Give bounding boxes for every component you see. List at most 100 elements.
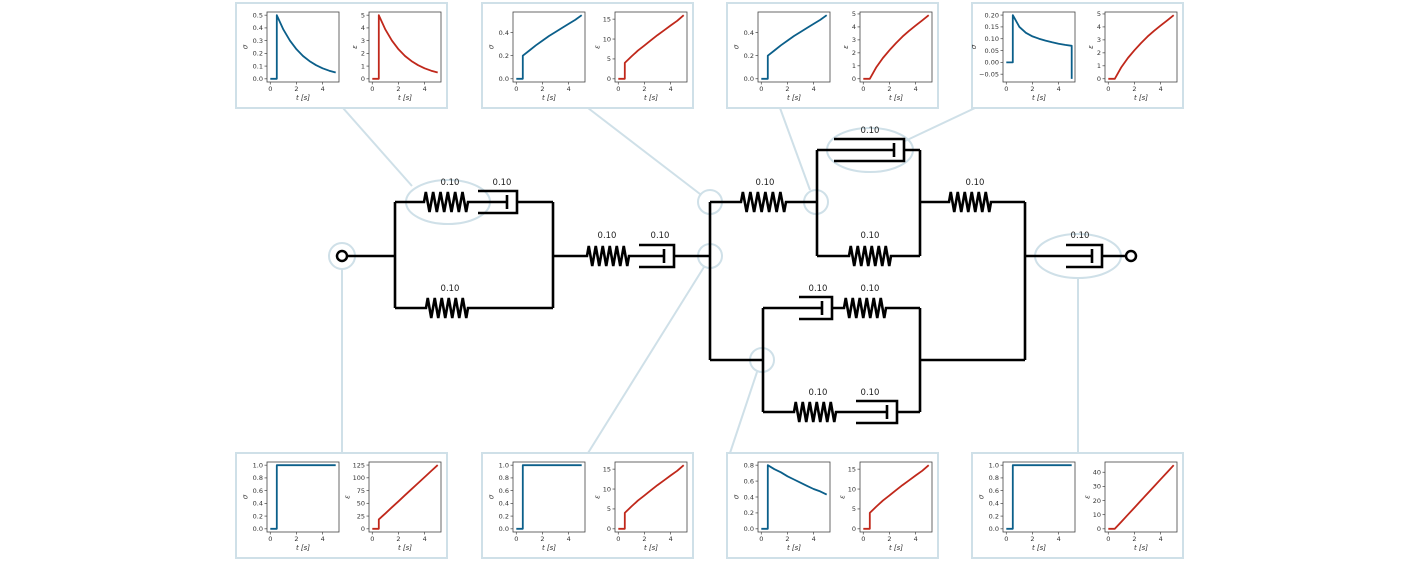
y-axis-label: σ <box>488 44 496 49</box>
x-tick-label: 0 <box>1106 535 1110 543</box>
y-tick-label: 1.0 <box>989 461 999 469</box>
plot-frame <box>1104 11 1178 83</box>
y-tick-label: 0.05 <box>985 47 999 55</box>
x-tick-label: 4 <box>321 85 325 93</box>
y-tick-label: 10 <box>1093 511 1101 519</box>
spring-icon <box>420 191 472 213</box>
y-tick-label: 75 <box>357 487 365 495</box>
y-tick-label: 0.4 <box>989 500 999 508</box>
x-tick-label: 2 <box>785 535 789 543</box>
y-tick-label: 5 <box>1097 10 1101 18</box>
y-axis-label: ε <box>344 495 352 499</box>
dashpot-label: 0.10 <box>493 178 512 188</box>
plot-frame <box>266 11 340 83</box>
highlight-markers <box>328 127 1122 373</box>
plot-frame <box>1002 461 1076 533</box>
y-axis-label: σ <box>733 494 741 499</box>
x-axis-label: t [s] <box>644 544 658 552</box>
y-tick-label: 1 <box>1097 62 1101 70</box>
x-axis-label: t [s] <box>644 94 658 102</box>
x-tick-label: 0 <box>616 535 620 543</box>
input-terminal[interactable] <box>335 249 349 263</box>
y-tick-label: −0.05 <box>979 70 999 78</box>
x-tick-label: 2 <box>1030 85 1034 93</box>
y-axis-label: σ <box>733 44 741 49</box>
x-axis-label: t [s] <box>398 94 412 102</box>
wire <box>347 200 583 310</box>
x-tick-label: 0 <box>1004 535 1008 543</box>
x-tick-label: 2 <box>396 85 400 93</box>
y-tick-label: 15 <box>603 465 611 473</box>
stress-plot-line <box>516 464 582 530</box>
spring-icon <box>737 191 790 213</box>
leader-line <box>342 107 413 187</box>
plot-frame <box>859 461 933 533</box>
dashpot-label: 0.10 <box>809 284 828 294</box>
x-tick-label: 2 <box>1132 535 1136 543</box>
wire <box>710 306 1025 414</box>
dashpot-label: 0.10 <box>861 388 880 398</box>
spring-label: 0.10 <box>441 284 460 294</box>
dashpot-icon <box>850 399 905 425</box>
y-tick-label: 30 <box>1093 483 1101 491</box>
x-tick-label: 0 <box>370 85 374 93</box>
stress-plot-line <box>516 14 583 80</box>
x-tick-label: 2 <box>294 535 298 543</box>
plot-frame <box>368 11 442 83</box>
y-tick-label: 0.2 <box>253 50 263 58</box>
x-axis-label: t [s] <box>1134 544 1148 552</box>
y-tick-label: 2 <box>1097 49 1101 57</box>
x-tick-label: 0 <box>759 85 763 93</box>
x-tick-label: 0 <box>759 535 763 543</box>
x-tick-label: 4 <box>914 535 918 543</box>
y-tick-label: 0.0 <box>744 525 754 533</box>
y-tick-label: 0.2 <box>744 52 754 60</box>
y-tick-label: 5 <box>852 10 856 18</box>
y-tick-label: 0.15 <box>985 23 999 31</box>
x-tick-label: 2 <box>294 85 298 93</box>
dashpot-icon <box>828 137 912 163</box>
y-tick-label: 50 <box>357 500 365 508</box>
x-tick-label: 4 <box>423 85 427 93</box>
output-terminal[interactable] <box>1124 249 1138 263</box>
x-tick-label: 4 <box>914 85 918 93</box>
y-tick-label: 1.0 <box>253 461 263 469</box>
y-axis-label: ε <box>593 495 601 499</box>
x-tick-label: 0 <box>616 85 620 93</box>
x-axis-label: t [s] <box>889 94 903 102</box>
x-tick-label: 0 <box>514 85 518 93</box>
dashpot-icon <box>472 189 525 215</box>
y-axis-label: ε <box>1087 45 1095 49</box>
y-tick-label: 0.6 <box>253 487 263 495</box>
y-axis-label: σ <box>970 44 978 49</box>
strain-plot-line <box>372 464 439 530</box>
x-tick-label: 4 <box>567 85 571 93</box>
y-tick-label: 0.00 <box>985 59 999 67</box>
y-axis-label: σ <box>242 44 250 49</box>
dashpot-icon <box>633 243 682 269</box>
spring-icon <box>845 245 895 267</box>
y-tick-label: 0.4 <box>744 29 754 37</box>
spring-label: 0.10 <box>598 231 617 241</box>
y-tick-label: 0.6 <box>989 487 999 495</box>
y-tick-label: 0.10 <box>985 35 999 43</box>
x-tick-label: 2 <box>540 85 544 93</box>
wire <box>682 148 1126 360</box>
x-tick-label: 4 <box>812 85 816 93</box>
x-tick-label: 2 <box>1030 535 1034 543</box>
